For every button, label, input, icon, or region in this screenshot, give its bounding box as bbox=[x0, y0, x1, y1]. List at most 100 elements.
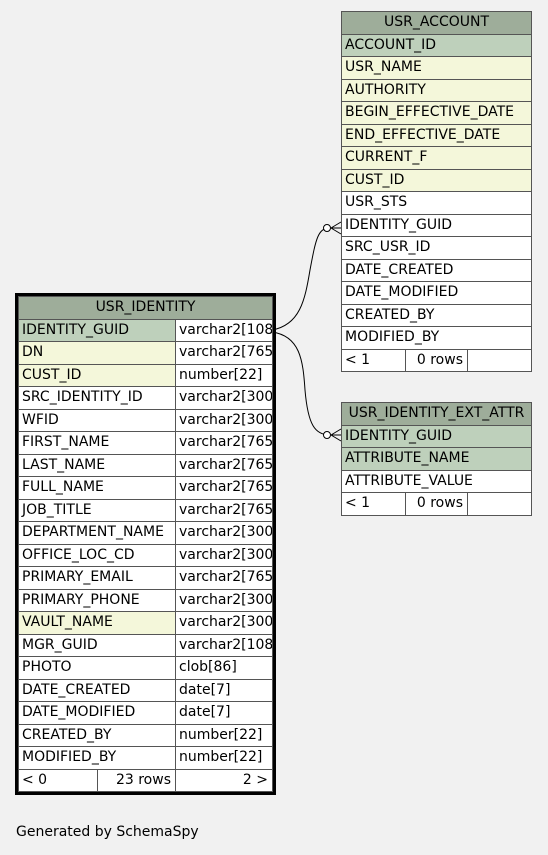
row-count: 0 rows bbox=[405, 492, 468, 516]
column-name[interactable]: CREATED_BY bbox=[18, 723, 176, 747]
column-name[interactable]: DEPARTMENT_NAME bbox=[18, 521, 176, 545]
column-name[interactable]: LAST_NAME bbox=[18, 453, 176, 477]
column-type: number[22] bbox=[175, 363, 273, 387]
table-title[interactable]: USR_IDENTITY bbox=[18, 296, 273, 320]
column-name[interactable]: FULL_NAME bbox=[18, 476, 176, 500]
table-row[interactable]: SRC_USR_ID bbox=[340, 236, 533, 260]
column-name[interactable]: BEGIN_EFFECTIVE_DATE bbox=[340, 101, 533, 125]
column-name[interactable]: END_EFFECTIVE_DATE bbox=[340, 123, 533, 147]
column-name[interactable]: CUST_ID bbox=[18, 363, 176, 387]
column-name[interactable]: MGR_GUID bbox=[18, 633, 176, 657]
children-link[interactable] bbox=[466, 492, 533, 516]
column-type: varchar2[765] bbox=[175, 566, 273, 590]
column-type: varchar2[300] bbox=[175, 588, 273, 612]
children-link[interactable] bbox=[466, 348, 533, 372]
table-row[interactable]: CREATED_BY bbox=[340, 303, 533, 327]
table-row[interactable]: USR_NAME bbox=[340, 56, 533, 80]
table-title[interactable]: USR_IDENTITY_EXT_ATTR bbox=[340, 402, 533, 426]
column-name[interactable]: CURRENT_F bbox=[340, 146, 533, 170]
column-name[interactable]: PRIMARY_EMAIL bbox=[18, 566, 176, 590]
table-row[interactable]: CUST_ID bbox=[340, 168, 533, 192]
parents-link[interactable]: < 1 bbox=[341, 492, 406, 516]
column-name[interactable]: IDENTITY_GUID bbox=[340, 424, 533, 448]
column-name[interactable]: DATE_MODIFIED bbox=[18, 701, 176, 725]
parents-link[interactable]: < 1 bbox=[341, 348, 406, 372]
column-name[interactable]: DN bbox=[18, 341, 176, 365]
column-name[interactable]: PRIMARY_PHONE bbox=[18, 588, 176, 612]
column-name[interactable]: WFID bbox=[18, 408, 176, 432]
table-row[interactable]: CURRENT_F bbox=[340, 146, 533, 170]
column-type: date[7] bbox=[175, 678, 273, 702]
column-name[interactable]: CUST_ID bbox=[340, 168, 533, 192]
column-name[interactable]: IDENTITY_GUID bbox=[18, 318, 176, 342]
column-name[interactable]: SRC_USR_ID bbox=[340, 236, 533, 260]
column-name[interactable]: VAULT_NAME bbox=[18, 611, 176, 635]
column-name[interactable]: OFFICE_LOC_CD bbox=[18, 543, 176, 567]
table-row[interactable]: ATTRIBUTE_NAME bbox=[340, 447, 533, 471]
table-title[interactable]: USR_ACCOUNT bbox=[340, 11, 533, 35]
table-row[interactable]: IDENTITY_GUID bbox=[340, 424, 533, 448]
generated-by-footer: Generated by SchemaSpy bbox=[16, 824, 199, 840]
table-row[interactable]: BEGIN_EFFECTIVE_DATE bbox=[340, 101, 533, 125]
column-type: varchar2[765] bbox=[175, 453, 273, 477]
column-type: varchar2[765] bbox=[175, 341, 273, 365]
column-name[interactable]: CREATED_BY bbox=[340, 303, 533, 327]
column-name[interactable]: PHOTO bbox=[18, 656, 176, 680]
table-row[interactable]: IDENTITY_GUID bbox=[340, 213, 533, 237]
column-name[interactable]: DATE_CREATED bbox=[340, 258, 533, 282]
column-name[interactable]: JOB_TITLE bbox=[18, 498, 176, 522]
table-row[interactable]: DATE_MODIFIED bbox=[340, 281, 533, 305]
parents-link[interactable]: < 0 bbox=[18, 768, 98, 792]
column-name[interactable]: DATE_MODIFIED bbox=[340, 281, 533, 305]
table-row[interactable]: DATE_CREATED bbox=[340, 258, 533, 282]
table-row[interactable]: END_EFFECTIVE_DATE bbox=[340, 123, 533, 147]
children-link[interactable]: 2 > bbox=[175, 768, 273, 792]
column-name[interactable]: IDENTITY_GUID bbox=[340, 213, 533, 237]
column-name[interactable]: MODIFIED_BY bbox=[340, 326, 533, 350]
table-row[interactable]: ACCOUNT_ID bbox=[340, 33, 533, 57]
column-name[interactable]: USR_STS bbox=[340, 191, 533, 215]
column-name[interactable]: DATE_CREATED bbox=[18, 678, 176, 702]
column-name[interactable]: FIRST_NAME bbox=[18, 431, 176, 455]
column-name[interactable]: AUTHORITY bbox=[340, 78, 533, 102]
column-type: varchar2[300] bbox=[175, 543, 273, 567]
column-type: varchar2[765] bbox=[175, 476, 273, 500]
column-name[interactable]: ATTRIBUTE_VALUE bbox=[340, 469, 533, 493]
connector-identity-to-account bbox=[271, 227, 331, 331]
table-header-row: USR_ACCOUNT bbox=[340, 11, 533, 35]
column-name[interactable]: SRC_IDENTITY_ID bbox=[18, 386, 176, 410]
column-name[interactable]: ATTRIBUTE_NAME bbox=[340, 447, 533, 471]
table-row[interactable]: USR_STS bbox=[340, 191, 533, 215]
table-row[interactable]: ATTRIBUTE_VALUE bbox=[340, 469, 533, 493]
table-row[interactable]: AUTHORITY bbox=[340, 78, 533, 102]
column-name[interactable]: MODIFIED_BY bbox=[18, 746, 176, 770]
column-name[interactable]: USR_NAME bbox=[340, 56, 533, 80]
column-name[interactable]: ACCOUNT_ID bbox=[340, 33, 533, 57]
table-row[interactable]: MODIFIED_BY bbox=[340, 326, 533, 350]
